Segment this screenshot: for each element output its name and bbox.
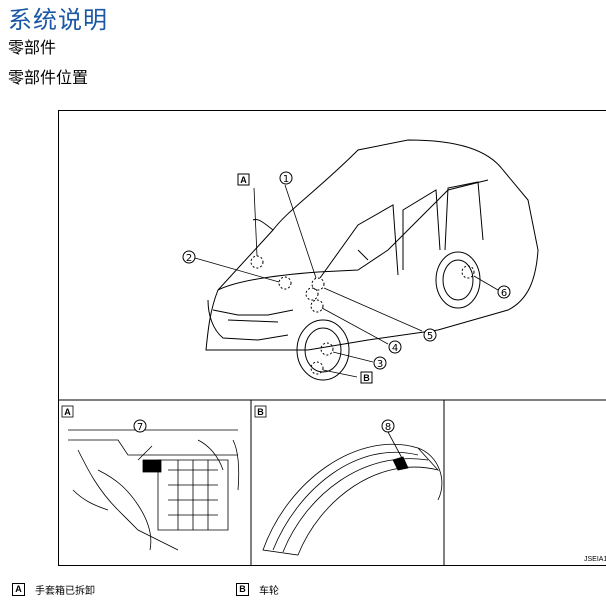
svg-text:4: 4 <box>392 343 398 354</box>
legend-item-b: B 车轮 <box>236 582 279 597</box>
svg-text:7: 7 <box>137 422 143 433</box>
svg-text:B: B <box>257 407 264 417</box>
box-label-b-top-text: B <box>363 373 370 383</box>
component-location-figure: 1 2 3 4 5 6 A B <box>58 110 606 566</box>
panel-b-label: B <box>257 407 264 417</box>
callout-5: 5 <box>423 328 437 342</box>
panel-a-label: A <box>64 407 71 417</box>
legend-text-b: 车轮 <box>259 586 279 597</box>
legend-key-a: A <box>12 583 25 596</box>
svg-text:8: 8 <box>385 422 391 433</box>
legend-text-a: 手套箱已拆卸 <box>35 586 95 597</box>
legend-item-a: A 手套箱已拆卸 <box>12 582 95 597</box>
svg-text:3: 3 <box>377 359 383 370</box>
svg-text:6: 6 <box>501 288 507 299</box>
sub-subsection-title: 零部件位置 <box>8 68 89 87</box>
box-label-a-top-text: A <box>240 175 247 185</box>
callout-4: 4 <box>388 340 402 354</box>
callout-7: 7 <box>133 419 147 433</box>
svg-text:5: 5 <box>427 331 433 342</box>
figure-frame <box>58 110 606 566</box>
box-label-a-top: A <box>237 173 250 186</box>
section-title: 系统说明 <box>8 6 108 34</box>
panel-b-illustration <box>254 405 443 556</box>
figure-code: JSEIA1 <box>584 556 606 563</box>
callout-1: 1 <box>279 171 293 185</box>
legend-key-b: B <box>236 583 249 596</box>
callout-2: 2 <box>182 250 196 264</box>
callout-6: 6 <box>497 285 511 299</box>
svg-text:2: 2 <box>186 253 192 264</box>
location-markers <box>250 255 475 375</box>
svg-text:1: 1 <box>283 174 289 185</box>
svg-text:A: A <box>64 407 71 417</box>
subsection-title: 零部件 <box>8 38 57 57</box>
callout-8: 8 <box>381 419 395 433</box>
box-label-b-top: B <box>360 371 373 384</box>
vehicle-illustration <box>205 139 539 381</box>
callout-3: 3 <box>373 356 387 370</box>
leader-lines <box>194 184 499 378</box>
panel-a-illustration <box>61 405 240 551</box>
